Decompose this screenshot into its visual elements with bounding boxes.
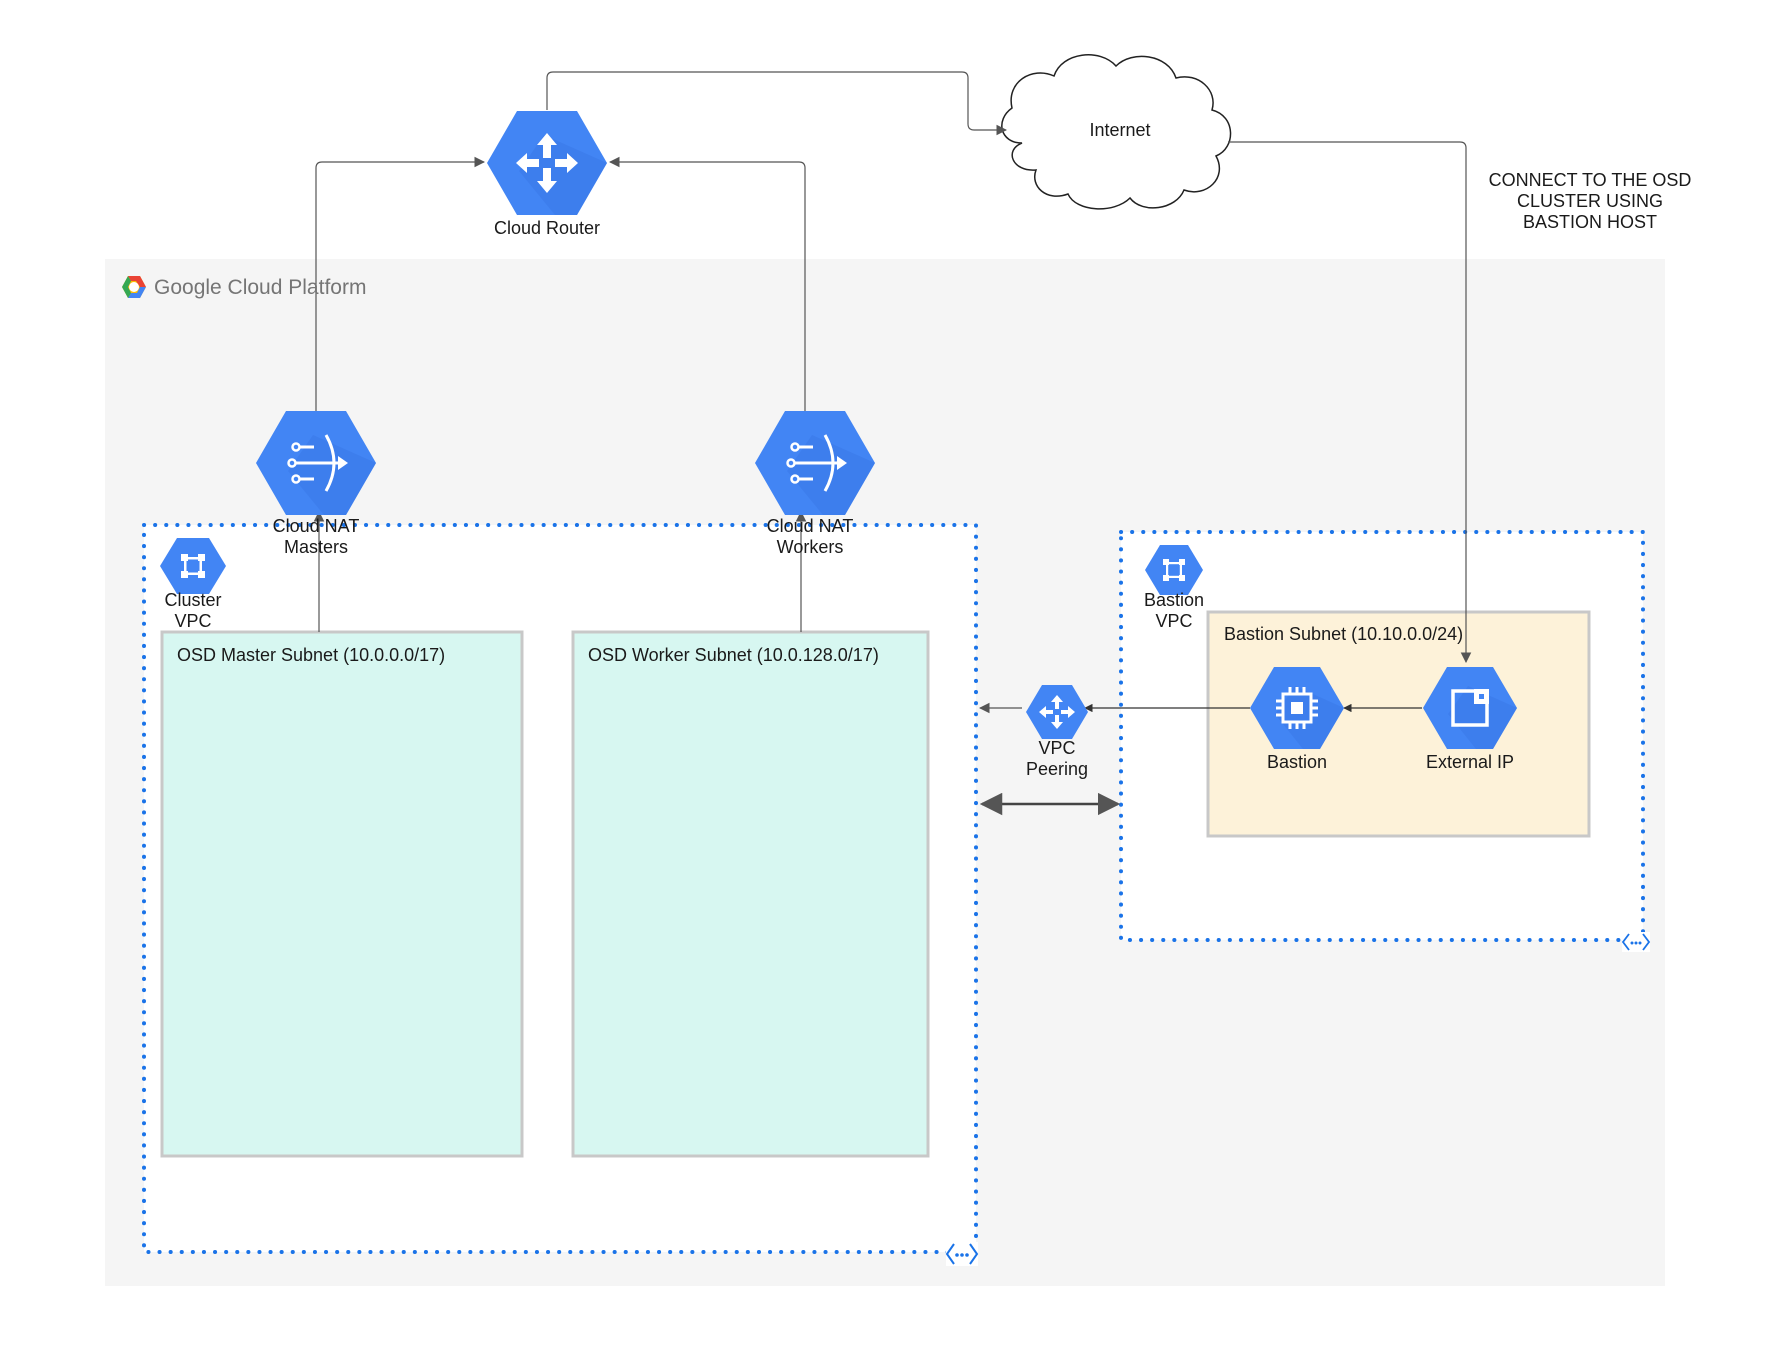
nat-masters-line-2: Masters [283,537,348,557]
cluster-vpc-label: Cluster VPC [143,590,243,632]
external-ip-label: External IP [1425,752,1515,772]
bastion-vpc-icon [1145,545,1203,595]
nat-workers-to-router-line [608,156,806,412]
nat-workers-line-1: Cloud NAT [766,516,854,536]
cluster-vpc-badge-icon [945,1242,979,1266]
nat-masters-line-1: Cloud NAT [272,516,360,536]
nat-masters-label: Cloud NAT Masters [246,516,386,558]
internet-cloud-icon [1001,54,1232,210]
bastion-note: CONNECT TO THE OSD CLUSTER USING BASTION… [1460,170,1720,233]
bastion-node[interactable] [1250,667,1344,749]
bastion-label: Bastion [1266,752,1328,772]
nat-masters-to-router-line [315,156,486,412]
nat-workers-label: Cloud NAT Workers [740,516,880,558]
master-subnet-box [160,630,524,1158]
cluster-vpc-icon [160,538,226,594]
internet-label: Internet [1089,120,1151,140]
bastion-vpc-line-2: VPC [1155,611,1193,631]
worker-subnet-box [571,630,930,1158]
nat-workers-line-2: Workers [776,537,844,557]
cloud-nat-masters-node[interactable] [256,411,376,515]
cloud-router-node[interactable] [487,111,607,215]
external-ip-node[interactable] [1423,667,1517,749]
cloud-router-label: Cloud Router [493,218,601,238]
note-line-2: CLUSTER USING [1516,191,1664,211]
bastion-vpc-badge-icon [1621,932,1651,952]
cluster-vpc-line-1: Cluster [164,590,222,610]
vpc-peering-line-2: Peering [1025,759,1089,779]
bastion-vpc-label: Bastion VPC [1124,590,1224,632]
internet-to-externalip-line [1228,141,1472,664]
cloud-nat-workers-node[interactable] [755,411,875,515]
cluster-vpc-line-2: VPC [174,611,212,631]
worker-subnet-label: OSD Worker Subnet (10.0.128.0/17) [588,645,879,665]
bastion-subnet-label: Bastion Subnet (10.10.0.0/24) [1224,624,1464,644]
note-line-1: CONNECT TO THE OSD [1488,170,1692,190]
gcp-logo-icon [122,276,146,298]
router-to-internet-line [546,71,1008,136]
note-line-3: BASTION HOST [1522,212,1657,232]
master-subnet-label: OSD Master Subnet (10.0.0.0/17) [177,645,446,665]
vpc-peering-line-1: VPC [1038,738,1076,758]
vpc-peering-node[interactable] [1026,685,1088,739]
gcp-brand-label: Google Cloud Platform [154,276,367,299]
vpc-peering-label: VPC Peering [1002,738,1112,780]
bastion-vpc-line-1: Bastion [1143,590,1205,610]
